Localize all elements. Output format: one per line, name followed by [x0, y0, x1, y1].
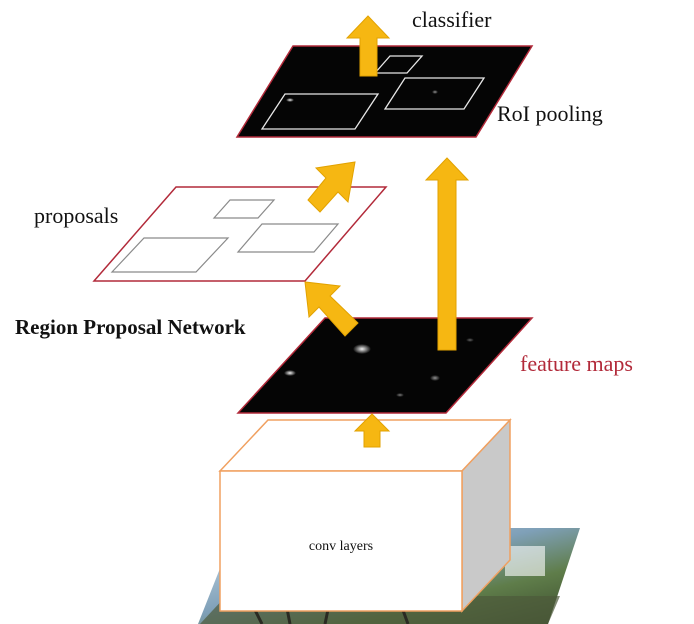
feature-maps-plane [236, 317, 534, 414]
arrow-roi-to-classifier [345, 15, 391, 77]
proposal-box-3 [236, 223, 340, 253]
classifier-label: classifier [412, 7, 492, 32]
proposal-box-2 [110, 237, 230, 273]
proposal-box-1 [212, 199, 276, 219]
arrow-features-to-proposals [304, 281, 359, 337]
feature-maps-label: feature maps [520, 351, 633, 376]
roi-box-3 [373, 55, 424, 74]
proposals-label: proposals [34, 203, 118, 228]
roi-box-1 [260, 93, 380, 130]
conv-layers-block: conv layers [218, 418, 512, 613]
roi-box-2 [383, 77, 486, 110]
roi-pooling-plane [235, 45, 534, 138]
arrow-features-to-roi [424, 157, 470, 351]
arrow-proposals-to-roi [307, 161, 356, 213]
arrow-conv-to-features [353, 413, 391, 448]
conv-cube-front [219, 470, 463, 612]
conv-layers-label: conv layers [309, 539, 373, 554]
rpn-label: Region Proposal Network [15, 315, 246, 339]
proposals-plane [92, 186, 388, 282]
roi-pooling-label: RoI pooling [497, 101, 603, 126]
